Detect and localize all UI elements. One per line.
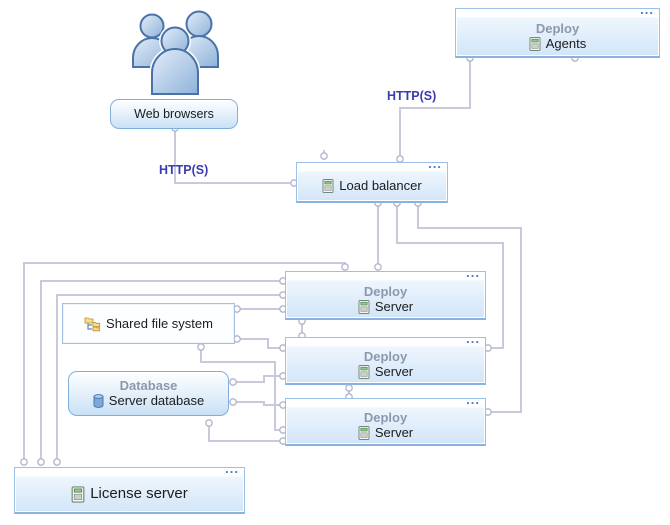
web-browsers-label: Web browsers — [134, 107, 214, 121]
window-menu-dots[interactable]: ... — [466, 265, 480, 280]
deploy-server-label: Server — [374, 364, 414, 379]
node-load-balancer[interactable]: ... Load balancer — [296, 156, 448, 203]
server-icon — [71, 485, 85, 503]
database-label: Server database — [108, 393, 205, 408]
node-database[interactable]: Database Server database — [68, 371, 229, 416]
edge-label-agents-lb: HTTP(S) — [387, 89, 437, 103]
deploy-server-title: Deploy — [363, 349, 408, 364]
deploy-server-label: Server — [374, 425, 414, 440]
license-server-label: License server — [90, 485, 188, 502]
folder-tree-icon — [84, 317, 101, 331]
database-cylinder-icon — [93, 394, 104, 408]
window-menu-dots[interactable]: ... — [225, 461, 239, 476]
edge-label-browsers-lb: HTTP(S) — [159, 163, 209, 177]
window-menu-dots[interactable]: ... — [466, 392, 480, 407]
deploy-server-title: Deploy — [363, 283, 408, 299]
node-web-browsers[interactable]: Web browsers — [110, 99, 238, 129]
node-deploy-agents[interactable]: ... Deploy Agents — [455, 2, 660, 58]
node-deploy-server-2[interactable]: ... Deploy Server — [285, 331, 486, 385]
deploy-agents-title: Deploy — [535, 21, 580, 36]
node-deploy-server-3[interactable]: ... Deploy Server — [285, 392, 486, 446]
window-menu-dots[interactable]: ... — [640, 2, 654, 17]
node-shared-file-system[interactable]: Shared file system — [62, 303, 235, 344]
server-icon — [358, 299, 370, 314]
shared-file-system-label: Shared file system — [106, 315, 213, 331]
deploy-server-title: Deploy — [363, 410, 408, 425]
server-icon — [322, 179, 334, 193]
node-deploy-server-1[interactable]: ... Deploy Server — [285, 265, 486, 320]
load-balancer-label: Load balancer — [339, 178, 422, 193]
users-icon — [132, 10, 219, 97]
database-title: Database — [119, 378, 178, 393]
node-license-server[interactable]: ... License server — [14, 461, 245, 514]
server-icon — [358, 365, 370, 379]
window-menu-dots[interactable]: ... — [466, 331, 480, 346]
window-menu-dots[interactable]: ... — [428, 156, 442, 171]
connector-lines — [23, 58, 522, 462]
deploy-server-label: Server — [374, 298, 414, 314]
deploy-agents-label: Agents — [545, 36, 587, 51]
server-icon — [358, 426, 370, 440]
server-icon — [529, 37, 541, 51]
